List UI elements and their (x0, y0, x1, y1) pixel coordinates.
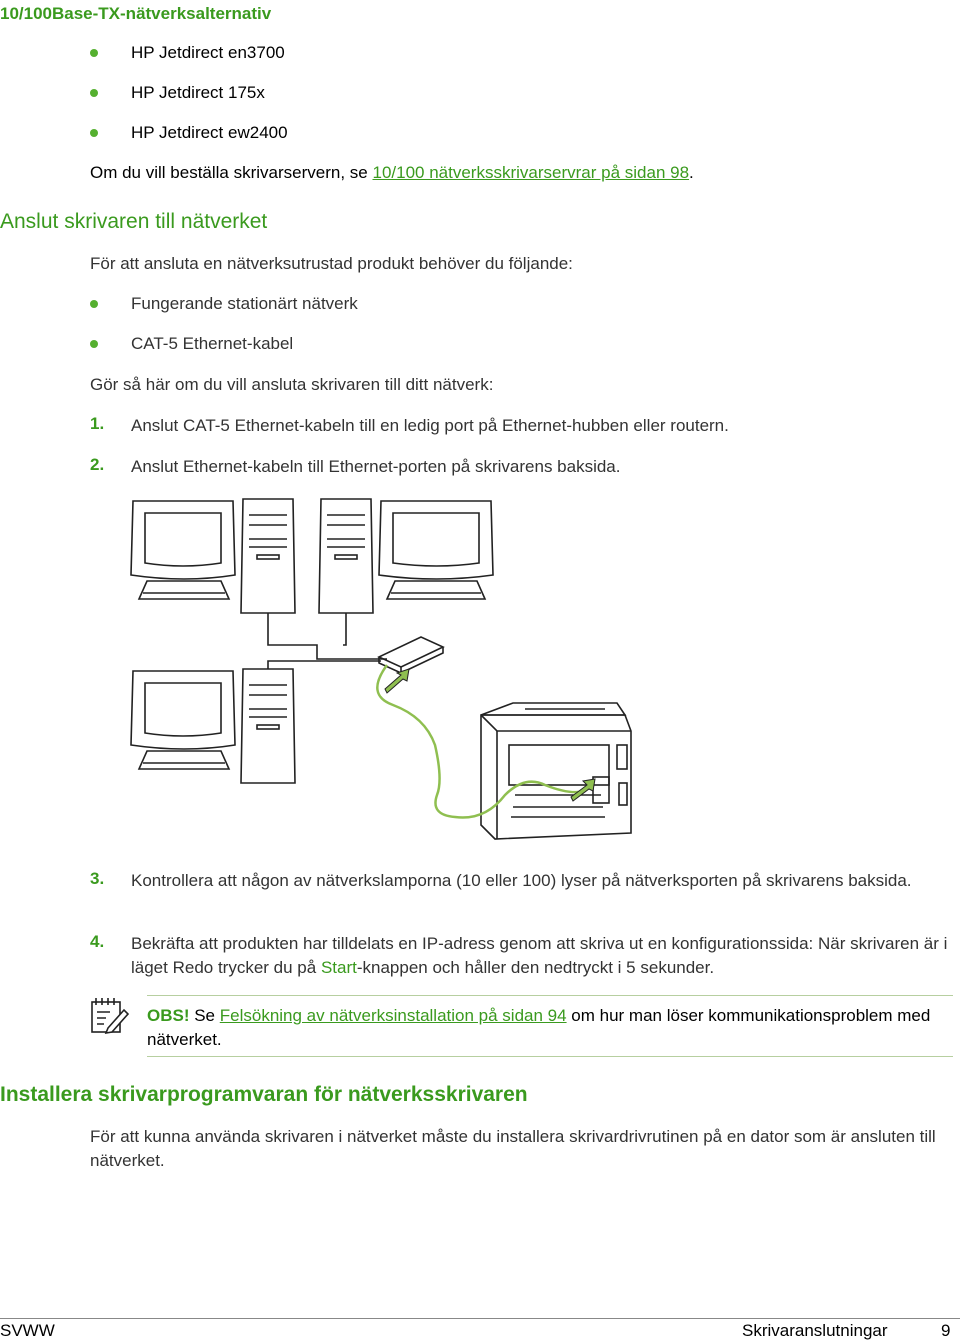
computer-monitor-icon (130, 670, 236, 770)
section-heading-connect: Anslut skrivaren till nätverket (0, 210, 268, 233)
list-item: HP Jetdirect ew2400 (131, 123, 288, 142)
ethernet-cable (376, 664, 586, 819)
note-bottom-rule (147, 1056, 953, 1057)
note-pad-icon (91, 998, 130, 1035)
step-text-part: -knappen och håller den nedtryckt i 5 se… (356, 958, 715, 977)
step-text: Kontrollera att någon av nätverkslamporn… (131, 871, 912, 890)
note-text: OBS! Se Felsökning av nätverksinstallati… (147, 1004, 953, 1052)
computer-tower-icon (318, 498, 374, 614)
bullet-icon (90, 49, 98, 57)
step-text: Anslut Ethernet-kabeln till Ethernet-por… (131, 457, 621, 476)
note-text-part: om hur man löser kommunikationsproblem m… (147, 1006, 931, 1049)
cable-arrow-icon (384, 668, 410, 694)
list-item: HP Jetdirect en3700 (131, 43, 285, 62)
steps-intro: Gör så här om du vill ansluta skrivaren … (90, 375, 494, 394)
note-label: OBS! (147, 1006, 190, 1025)
requirements-intro: För att ansluta en nätverksutrustad prod… (90, 254, 573, 273)
step-text-part: Bekräfta att produkten har tilldelats en… (131, 934, 948, 977)
order-text: Om du vill beställa skrivarservern, se (90, 163, 373, 182)
section-heading-install: Installera skrivarprogramvaran för nätve… (0, 1083, 528, 1106)
order-text-end: . (689, 163, 694, 182)
list-item: HP Jetdirect 175x (131, 83, 265, 102)
step-number: 4. (90, 932, 105, 951)
step-number: 2. (90, 455, 105, 474)
footer-left: SVWW (0, 1321, 55, 1340)
order-link[interactable]: 10/100 nätverksskrivarservrar på sidan 9… (372, 163, 690, 182)
requirement-item: Fungerande stationärt nätverk (131, 294, 358, 313)
section-heading-network-options: 10/100Base-TX-nätverksalternativ (0, 4, 272, 23)
bullet-icon (90, 300, 98, 308)
start-button-term: Start (320, 958, 357, 977)
order-paragraph: Om du vill beställa skrivarservern, se 1… (90, 161, 694, 185)
cable-arrow-icon (570, 778, 596, 802)
step-number: 1. (90, 414, 105, 433)
note-top-rule (147, 995, 953, 996)
computer-tower-icon (240, 498, 296, 614)
network-diagram (130, 498, 632, 840)
bullet-icon (90, 340, 98, 348)
computer-monitor-icon (378, 500, 494, 600)
install-paragraph: För att kunna använda skrivaren i nätver… (90, 1127, 936, 1170)
network-hub-icon (377, 636, 445, 675)
footer-rule (0, 1318, 960, 1319)
page-number: 9 (941, 1321, 951, 1340)
bullet-icon (90, 89, 98, 97)
printer-icon (480, 702, 632, 840)
step-text: Anslut CAT-5 Ethernet-kabeln till en led… (131, 416, 729, 435)
bullet-icon (90, 129, 98, 137)
computer-monitor-icon (130, 500, 236, 600)
note-link[interactable]: Felsökning av nätverksinstallation på si… (219, 1006, 567, 1025)
computer-tower-icon (240, 668, 296, 784)
step-number: 3. (90, 869, 105, 888)
step-text: Bekräfta att produkten har tilldelats en… (131, 932, 951, 980)
footer-title: Skrivaranslutningar (742, 1321, 888, 1340)
note-text-part: Se (189, 1006, 220, 1025)
requirement-item: CAT-5 Ethernet-kabel (131, 334, 294, 353)
